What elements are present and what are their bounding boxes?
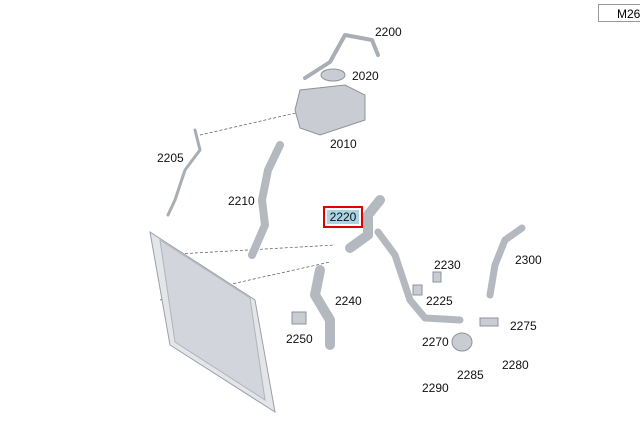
hose-2200[interactable] (303, 33, 380, 80)
label-2225[interactable]: 2225 (426, 294, 453, 308)
clip-2225[interactable] (412, 284, 423, 296)
label-2200[interactable]: 2200 (375, 25, 402, 39)
hose-2210[interactable] (248, 141, 284, 259)
hose-2300[interactable] (486, 224, 526, 299)
cap-2020[interactable] (320, 68, 346, 82)
label-2010[interactable]: 2010 (330, 137, 357, 151)
leader-lines (159, 111, 336, 301)
highlighted-label-2220[interactable]: 2220 (323, 206, 363, 228)
label-2020[interactable]: 2020 (352, 69, 379, 83)
label-2220[interactable]: 2220 (327, 210, 359, 224)
model-tag: M26 (598, 4, 640, 22)
label-2210[interactable]: 2210 (228, 194, 255, 208)
fitting-2250[interactable] (291, 311, 307, 325)
label-2230[interactable]: 2230 (434, 258, 461, 272)
label-2240[interactable]: 2240 (335, 294, 362, 308)
label-2270[interactable]: 2270 (422, 335, 449, 349)
label-2275[interactable]: 2275 (510, 319, 537, 333)
hose-2220[interactable] (345, 195, 385, 253)
label-2285[interactable]: 2285 (457, 368, 484, 382)
radiator[interactable] (149, 230, 276, 414)
pump-2270[interactable] (451, 332, 473, 352)
bracket-2275[interactable] (479, 317, 499, 327)
label-2280[interactable]: 2280 (502, 358, 529, 372)
label-2205[interactable]: 2205 (157, 151, 184, 165)
label-2300[interactable]: 2300 (515, 253, 542, 267)
hose-2205[interactable] (166, 128, 202, 217)
label-2290[interactable]: 2290 (422, 381, 449, 395)
clip-2230[interactable] (432, 271, 442, 283)
label-2250[interactable]: 2250 (286, 332, 313, 346)
hose-2240[interactable] (310, 265, 335, 350)
hose-2220-branch[interactable] (374, 228, 464, 324)
expansion-tank-2010[interactable] (294, 84, 366, 136)
